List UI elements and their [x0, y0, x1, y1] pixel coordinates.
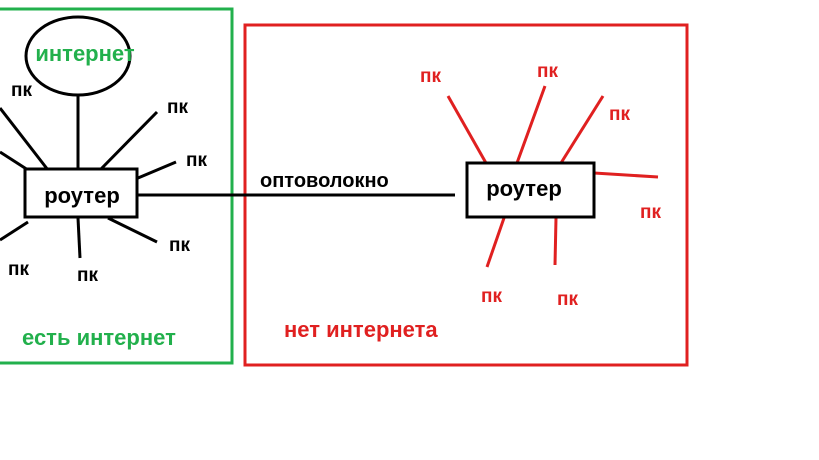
right-router-box [465, 161, 596, 219]
pc-label: пк [11, 80, 32, 101]
internet-label: интернет [35, 41, 134, 66]
pc-label: пк [481, 286, 502, 307]
pc-label: пк [8, 259, 29, 280]
no-internet-zone-caption: нет интернета [284, 317, 438, 342]
left-router-label: роутер [44, 183, 120, 208]
pc-link-left-6 [137, 160, 177, 180]
pc-link-left-1 [0, 107, 50, 171]
pc-link-left-3 [0, 220, 29, 242]
pc-label: пк [77, 265, 98, 286]
pc-label: пк [169, 235, 190, 256]
pc-link-right-3 [559, 95, 605, 164]
pc-link-left-2 [0, 150, 29, 172]
internet-zone-frame [0, 7, 234, 365]
internet-zone-caption: есть интернет [22, 325, 176, 350]
right-connections [446, 85, 659, 268]
pc-label: пк [640, 202, 661, 223]
pc-label: пк [557, 289, 578, 310]
pc-label: пк [609, 104, 630, 125]
pc-link-right-2 [515, 85, 547, 164]
fiber-label: оптоволокно [260, 170, 389, 192]
pc-link-right-1 [446, 95, 488, 164]
pc-link-right-5 [485, 217, 506, 268]
pc-label: пк [537, 61, 558, 82]
pc-link-left-7 [107, 216, 158, 244]
pc-link-right-4 [593, 171, 659, 179]
right-router-label: роутер [486, 176, 562, 201]
pc-label: пк [420, 66, 441, 87]
pc-link-left-4 [76, 217, 82, 259]
pc-label: пк [167, 97, 188, 118]
pc-link-right-6 [553, 217, 558, 266]
pc-link-left-5 [98, 110, 159, 172]
pc-label: пк [186, 150, 207, 171]
left-connections [0, 95, 455, 259]
left-router-box [23, 167, 139, 219]
